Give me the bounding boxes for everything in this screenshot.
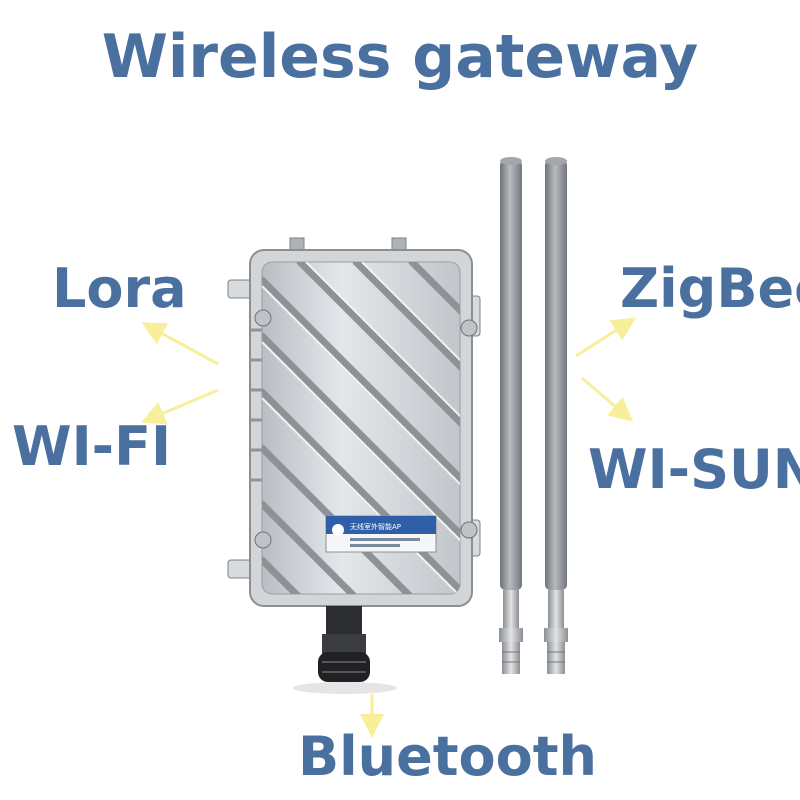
label-wifi: WI-FI: [12, 415, 172, 478]
antenna-right: [544, 157, 568, 674]
arrow-lora: [141, 322, 219, 366]
gateway-device: 无线室外智能AP: [227, 237, 481, 694]
device-label-text: 无线室外智能AP: [350, 522, 401, 531]
label-zigbee: ZigBee: [620, 257, 800, 320]
cable-gland: [293, 606, 397, 694]
page-title: Wireless gateway: [101, 22, 699, 92]
label-bluetooth: Bluetooth: [298, 725, 598, 788]
device-label-plate: 无线室外智能AP: [325, 515, 437, 553]
arrow-wisun: [581, 376, 634, 422]
label-wisun: WI-SUN: [588, 438, 800, 501]
label-lora: Lora: [52, 257, 187, 320]
arrow-wifi: [140, 388, 219, 425]
antenna-left: [499, 157, 523, 674]
signal-arrows: [140, 317, 637, 738]
arrow-zigbee: [575, 317, 637, 358]
